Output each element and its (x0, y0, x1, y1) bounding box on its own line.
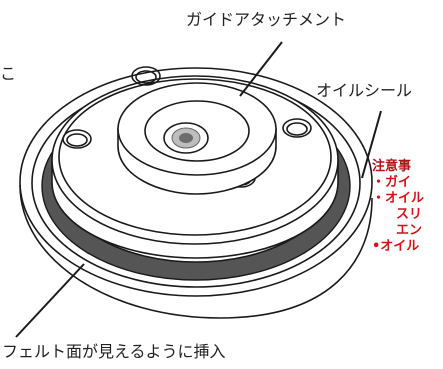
boss-top (117, 82, 277, 176)
label-guide-attachment: ガイドアタッチメント (186, 10, 347, 29)
boss-ring (144, 100, 250, 162)
mount-hole-left-inner (66, 133, 88, 147)
plate-top-inner (58, 78, 332, 236)
caution-notes-title: 注意事 (372, 159, 412, 174)
outer-rim (19, 67, 373, 297)
label-left-fragment: こ (0, 64, 17, 83)
mount-hole-top-left (131, 66, 161, 86)
leader-guide-attachment (239, 41, 283, 97)
leader-felt (15, 263, 85, 338)
caution-note-line: ・ガイ (372, 175, 412, 190)
center-hole-core (179, 133, 193, 143)
leader-oil-seal (361, 110, 382, 179)
mount-hole-right (282, 118, 312, 138)
label-oil-seal: オイルシール (316, 81, 413, 100)
mount-hole-right-inner (286, 122, 308, 136)
caution-note-line: スリ (396, 207, 423, 222)
caution-note-line: ・オイル (372, 191, 425, 206)
caution-notes: 注意事 ・ガイ ・オイル スリ エン •オイル (372, 159, 424, 255)
label-felt-instruction: フェルト面が見えるように挿入 (2, 342, 226, 361)
caution-note-line: エン (396, 223, 423, 238)
outer-rim-bottom-edge (19, 184, 373, 319)
mount-hole-top-left-inner (135, 70, 157, 84)
mount-hole-left (62, 129, 92, 149)
center-hole-rim (163, 122, 209, 154)
caution-note-line: •オイル (372, 239, 420, 254)
